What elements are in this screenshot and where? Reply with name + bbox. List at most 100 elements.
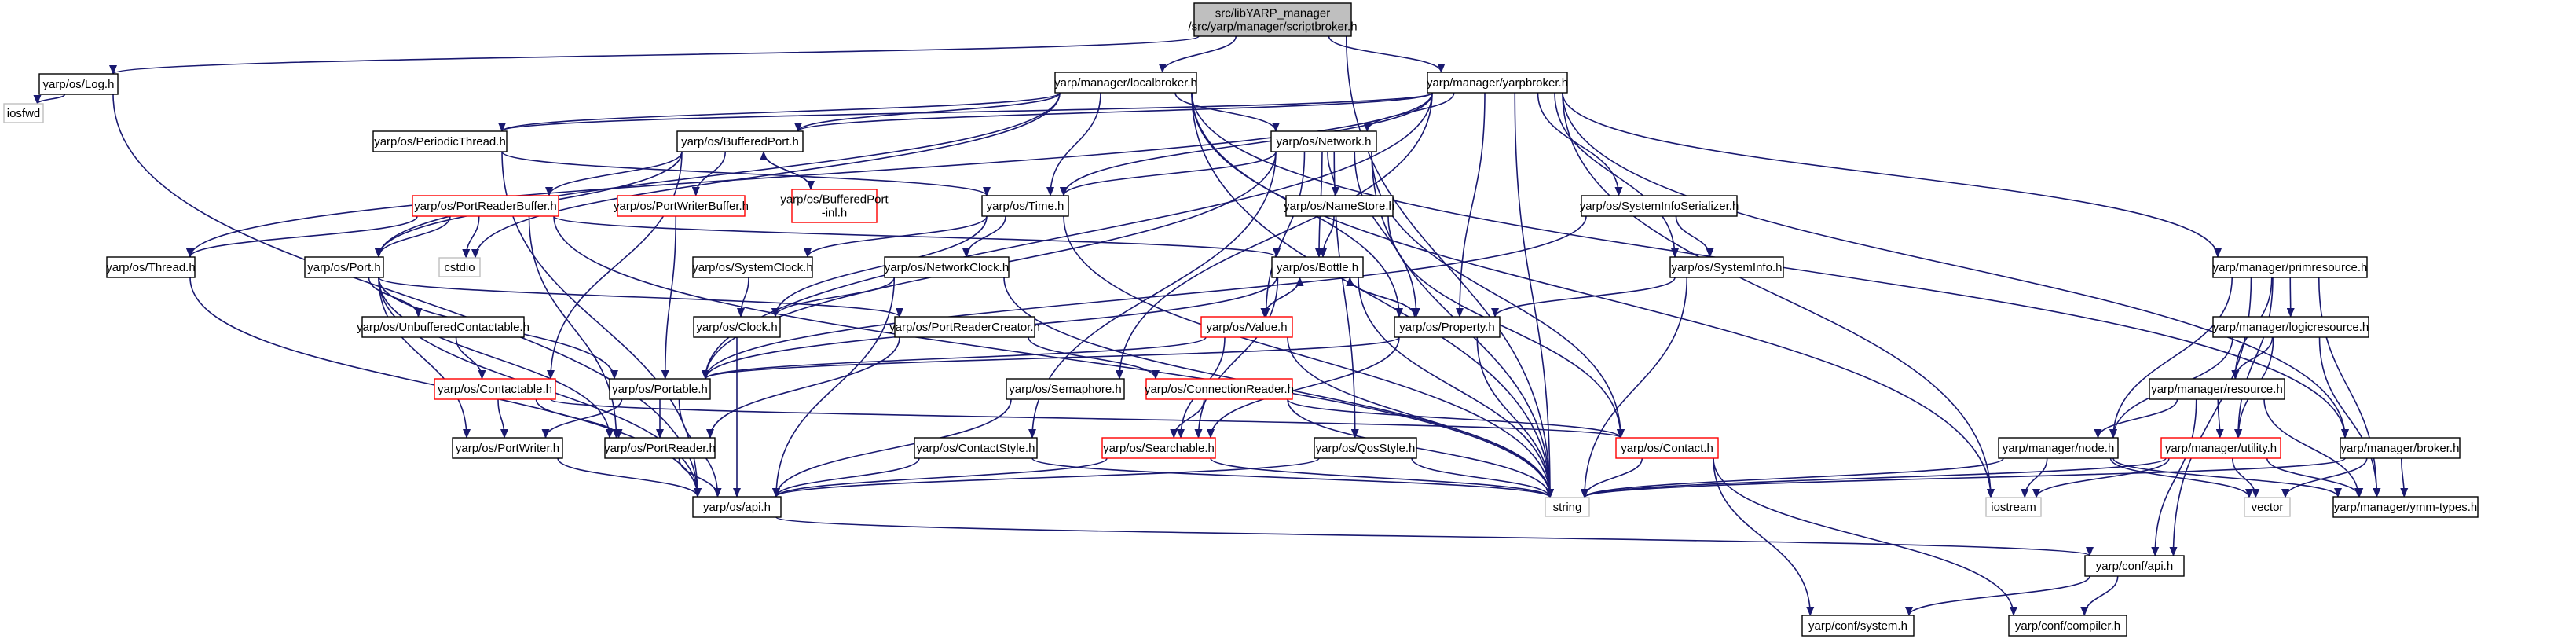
edge-unbuf-to-contactable — [455, 336, 486, 380]
node-contact[interactable]: yarp/os/Contact.h — [1615, 437, 1719, 459]
node-primres[interactable]: yarp/manager/primresource.h — [2212, 256, 2368, 278]
edge-primres-to-ymm — [2318, 277, 2381, 498]
node-property[interactable]: yarp/os/Property.h — [1394, 316, 1501, 338]
node-box — [438, 257, 481, 277]
node-ymm[interactable]: yarp/manager/ymm-types.h — [2332, 496, 2479, 518]
node-label: yarp/manager/resource.h — [2151, 383, 2283, 396]
node-confsys[interactable]: yarp/conf/system.h — [1801, 615, 1915, 637]
edge-line — [760, 151, 812, 190]
node-netclock[interactable]: yarp/os/NetworkClock.h — [884, 256, 1010, 278]
node-clock[interactable]: yarp/os/Clock.h — [693, 316, 781, 338]
node-logicres[interactable]: yarp/manager/logicresource.h — [2212, 316, 2369, 338]
node-sysclock[interactable]: yarp/os/SystemClock.h — [692, 256, 813, 278]
node-sysinfoser[interactable]: yarp/os/SystemInfoSerializer.h — [1580, 195, 1739, 217]
edge-time-to-string — [1063, 215, 1554, 498]
node-bufportinl[interactable]: yarp/os/BufferedPort-inl.h — [780, 189, 889, 223]
edge-line — [775, 516, 2094, 556]
node-log[interactable]: yarp/os/Log.h — [38, 73, 119, 95]
edge-contactable-to-contact — [550, 398, 1625, 439]
node-prb[interactable]: yarp/os/PortReaderBuffer.h — [412, 195, 559, 217]
node-iosfwd: iosfwd — [3, 103, 44, 123]
node-contactable[interactable]: yarp/os/Contactable.h — [434, 378, 556, 400]
edge-root-to-yarpbroker — [1328, 35, 1446, 73]
node-time[interactable]: yarp/os/Time.h — [981, 195, 1069, 217]
node-network[interactable]: yarp/os/Network.h — [1270, 130, 1377, 152]
node-searchable[interactable]: yarp/os/Searchable.h — [1101, 437, 1216, 459]
node-label: -inl.h — [822, 207, 848, 220]
node-box — [361, 316, 525, 338]
node-sysinfo[interactable]: yarp/os/SystemInfo.h — [1669, 256, 1784, 278]
edge-line — [1287, 398, 1554, 498]
node-box — [372, 130, 508, 152]
edge-line — [553, 215, 1281, 258]
edge-line — [462, 215, 480, 259]
node-broker[interactable]: yarp/manager/broker.h — [2340, 437, 2461, 459]
node-bufport[interactable]: yarp/os/BufferedPort.h — [676, 130, 804, 152]
edge-line — [541, 398, 623, 439]
edge-line — [1263, 277, 1304, 318]
node-label: yarp/os/PortReaderCreator.h — [889, 321, 1040, 334]
node-label: yarp/os/Portable.h — [612, 383, 708, 396]
node-confapi[interactable]: yarp/conf/api.h — [2084, 555, 2185, 577]
node-pwb[interactable]: yarp/os/PortWriterBuffer.h — [614, 195, 749, 217]
node-bottle[interactable]: yarp/os/Bottle.h — [1271, 256, 1364, 278]
node-prc[interactable]: yarp/os/PortReaderCreator.h — [889, 316, 1040, 338]
node-utility[interactable]: yarp/manager/utility.h — [2160, 437, 2281, 459]
node-label: yarp/os/Log.h — [43, 78, 115, 91]
edge-line — [2318, 277, 2381, 498]
node-box — [1006, 378, 1125, 400]
node-cstdio: cstdio — [438, 257, 481, 277]
node-semaphore[interactable]: yarp/os/Semaphore.h — [1006, 378, 1125, 400]
edge-prc-to-portreader — [706, 336, 900, 439]
node-localbroker[interactable]: yarp/manager/localbroker.h — [1054, 72, 1197, 94]
node-thread[interactable]: yarp/os/Thread.h — [106, 256, 196, 278]
edge-property-to-portable — [702, 336, 1400, 380]
node-label: yarp/os/BufferedPort.h — [681, 135, 799, 149]
edge-sysinfo-to-property — [1491, 277, 1676, 318]
edge-line — [553, 215, 1554, 498]
edge-yarpbroker-to-sysinfo — [1554, 92, 1679, 258]
node-node[interactable]: yarp/manager/node.h — [1998, 437, 2119, 459]
edge-line — [1191, 92, 1995, 498]
node-periodic[interactable]: yarp/os/PeriodicThread.h — [372, 130, 508, 152]
node-box — [1394, 316, 1501, 338]
edge-property-to-bottle — [1346, 277, 1416, 318]
node-root[interactable]: src/libYARP_manager/src/yarp/manager/scr… — [1188, 2, 1358, 37]
edge-line — [794, 92, 1433, 132]
node-portwriter[interactable]: yarp/os/PortWriter.h — [452, 437, 563, 459]
node-confcomp[interactable]: yarp/conf/compiler.h — [2008, 615, 2127, 637]
edge-searchable-to-osapi — [772, 457, 1108, 498]
node-osapi[interactable]: yarp/os/api.h — [692, 496, 782, 518]
edge-line — [702, 336, 1207, 380]
node-label: yarp/os/Bottle.h — [1277, 261, 1358, 274]
node-unbuf[interactable]: yarp/os/UnbufferedContactable.h — [357, 316, 529, 338]
node-yarpbroker[interactable]: yarp/manager/yarpbroker.h — [1427, 72, 1568, 94]
node-namestore[interactable]: yarp/os/NameStore.h — [1284, 195, 1395, 217]
edge-broker-to-vector — [2281, 457, 2368, 498]
node-box — [2084, 555, 2185, 577]
edge-netclock-to-clock — [771, 277, 896, 318]
edge-time-to-netclock — [962, 215, 1006, 258]
node-box — [1545, 497, 1590, 517]
edge-line — [378, 277, 903, 318]
node-label: yarp/os/Network.h — [1277, 135, 1372, 149]
edge-yarpbroker-to-bufport — [794, 92, 1433, 132]
node-resource[interactable]: yarp/manager/resource.h — [2149, 378, 2285, 400]
node-label: iostream — [1991, 501, 2036, 514]
edge-qosstyle-to-string — [1411, 457, 1554, 498]
edge-bottle-to-searchable — [1194, 277, 1279, 439]
node-portreader[interactable]: yarp/os/PortReader.h — [604, 437, 716, 459]
node-qosstyle[interactable]: yarp/os/QosStyle.h — [1314, 437, 1417, 459]
edge-line — [1354, 151, 1420, 318]
edge-yarpbroker-to-broker — [1562, 92, 2349, 439]
node-label: yarp/os/api.h — [703, 501, 771, 514]
node-box — [914, 437, 1038, 459]
node-box — [692, 256, 813, 278]
edge-line — [1371, 151, 1625, 439]
node-portable[interactable]: yarp/os/Portable.h — [609, 378, 711, 400]
node-contactstyle[interactable]: yarp/os/ContactStyle.h — [914, 437, 1038, 459]
node-value[interactable]: yarp/os/Value.h — [1200, 316, 1293, 338]
node-connreader[interactable]: yarp/os/ConnectionReader.h — [1145, 378, 1294, 400]
node-port[interactable]: yarp/os/Port.h — [304, 256, 384, 278]
edge-line — [1060, 92, 1433, 196]
